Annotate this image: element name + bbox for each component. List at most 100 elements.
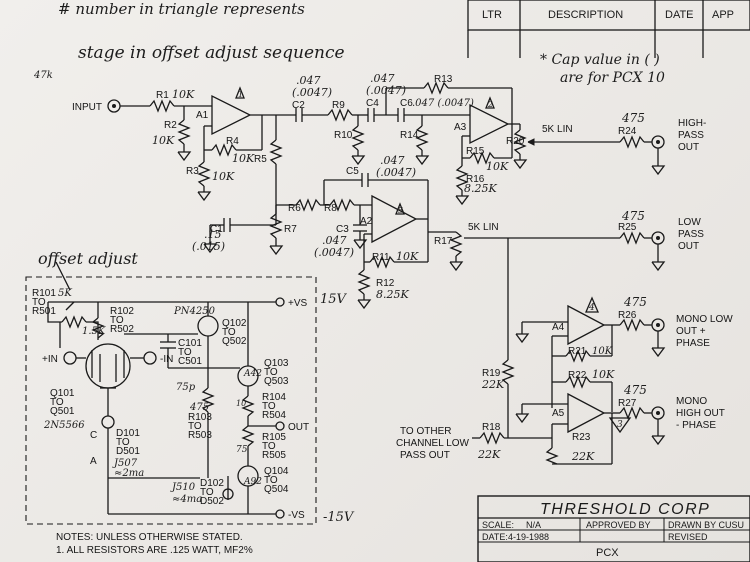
label-R10: R10 bbox=[334, 130, 353, 141]
resistor-R1 bbox=[149, 99, 175, 113]
resistor-R12 bbox=[357, 269, 371, 295]
date-label: DATE: bbox=[482, 532, 508, 542]
value-R24: 475 bbox=[621, 111, 645, 125]
input-label: INPUT bbox=[72, 102, 102, 113]
label-R9: R9 bbox=[332, 100, 345, 111]
label-C4: C4 bbox=[366, 98, 379, 109]
corner-mark: 47k bbox=[33, 70, 53, 81]
value-R21: 10K bbox=[592, 346, 613, 357]
date-value: 4-19-1988 bbox=[508, 532, 549, 542]
label-R19: R19 bbox=[482, 368, 501, 379]
value-R3: 10K bbox=[212, 170, 235, 183]
value-Q101: 2N5566 bbox=[43, 420, 85, 431]
resistor-R102 bbox=[91, 317, 105, 339]
minus-vs-label: -VS bbox=[288, 510, 305, 521]
label-R105: R105 bbox=[262, 432, 286, 443]
lowpass-wiring bbox=[203, 173, 666, 438]
label-D101-to: TO bbox=[116, 437, 130, 448]
notes-line-2: 1. ALL RESISTORS ARE .125 WATT, MF2% bbox=[56, 545, 253, 556]
label-R7: R7 bbox=[284, 224, 297, 235]
label-R102: R102 bbox=[110, 306, 134, 317]
value-C1-a: .15 bbox=[204, 228, 222, 241]
label-R22: R22 bbox=[568, 370, 587, 381]
label-R16: R16 bbox=[466, 174, 485, 185]
label-A1: A1 bbox=[196, 110, 209, 121]
label-A2: A2 bbox=[360, 216, 373, 227]
label-R27: R27 bbox=[618, 398, 637, 409]
pot-R101 bbox=[61, 315, 87, 329]
resistor-R14 bbox=[415, 125, 429, 151]
mono-low-label-2: OUT + bbox=[676, 326, 706, 337]
upper-wiring bbox=[107, 81, 666, 225]
label-D102-to: TO bbox=[200, 487, 214, 498]
label-R13: R13 bbox=[434, 74, 453, 85]
resistor-R18 bbox=[479, 431, 505, 445]
label-R2: R2 bbox=[164, 120, 177, 131]
value-R103: 475 bbox=[189, 402, 209, 413]
rev-ltr-header: LTR bbox=[482, 9, 502, 21]
offset-adjust-block bbox=[25, 261, 317, 525]
label-R25: R25 bbox=[618, 222, 637, 233]
value-C3-b: (.0047) bbox=[314, 246, 354, 259]
label-D101: D101 bbox=[116, 428, 140, 439]
resistor-R9 bbox=[327, 108, 353, 122]
value-R105: 75 bbox=[236, 445, 248, 455]
resistor-R103 bbox=[201, 387, 215, 413]
label-R105-to: TO bbox=[262, 441, 276, 452]
label-R26: R26 bbox=[618, 310, 637, 321]
value-D102-b: ≈4ma bbox=[172, 494, 202, 505]
label-R104: R104 bbox=[262, 392, 286, 403]
label-R103-to: TO bbox=[188, 421, 202, 432]
pot-R17 bbox=[449, 231, 463, 257]
label-A3: A3 bbox=[454, 122, 467, 133]
value-C101: 75p bbox=[176, 382, 196, 393]
resistor-R27 bbox=[619, 406, 645, 420]
notes-line-1: NOTES: UNLESS OTHERWISE STATED. bbox=[56, 532, 243, 543]
resistor-R15 bbox=[469, 151, 495, 165]
scale-label: SCALE: bbox=[482, 520, 514, 530]
value-C6: .047 (.0047) bbox=[412, 98, 474, 109]
label-R8: R8 bbox=[324, 203, 337, 214]
opamp-A4 bbox=[567, 304, 606, 346]
resistor-R3 bbox=[197, 161, 211, 187]
opamp-A5 bbox=[567, 392, 606, 434]
mono-high-label-1: MONO bbox=[676, 396, 707, 407]
pin-c-label: C bbox=[90, 430, 97, 441]
label-R102-to: TO bbox=[110, 315, 124, 326]
resistor-R8 bbox=[329, 198, 355, 212]
label-R504: R504 bbox=[262, 410, 286, 421]
revision-block: LTR DESCRIPTION DATE APP bbox=[467, 0, 750, 58]
minus-vs-terminal bbox=[275, 509, 285, 519]
resistor-R2 bbox=[177, 119, 191, 145]
opamp-A1 bbox=[211, 94, 252, 136]
label-Q502: Q502 bbox=[222, 336, 247, 347]
mono-high-label-2: HIGH OUT bbox=[676, 408, 725, 419]
label-C101: C101 bbox=[178, 338, 202, 349]
value-R102: 1.5K bbox=[82, 326, 106, 337]
label-Q103-to: TO bbox=[264, 367, 278, 378]
document-number: PCX bbox=[596, 547, 619, 559]
label-R503: R503 bbox=[188, 430, 212, 441]
label-R3: R3 bbox=[186, 166, 199, 177]
lowpass-label-1: LOW bbox=[678, 217, 701, 228]
component-labels: R1 10K R2 10K R3 10K R4 10K R5 R6 R7 R8 … bbox=[32, 72, 647, 507]
label-Q101-to: TO bbox=[50, 397, 64, 408]
label-R502: R502 bbox=[110, 324, 134, 335]
label-R6: R6 bbox=[288, 203, 301, 214]
resistor-R105 bbox=[241, 425, 255, 447]
resistor-R24 bbox=[619, 135, 645, 149]
resistor-R104 bbox=[241, 395, 255, 417]
stage-number-2: 2 bbox=[487, 100, 493, 109]
lowpass-label-3: OUT bbox=[678, 241, 699, 252]
resistor-R25 bbox=[619, 231, 645, 245]
value-Q104: A92 bbox=[243, 477, 262, 487]
value-C2-b: (.0047) bbox=[292, 86, 332, 99]
value-R11: 10K bbox=[396, 250, 419, 263]
label-Q501: Q501 bbox=[50, 406, 75, 417]
resistor-R6 bbox=[295, 198, 321, 212]
approved-by-label: APPROVED BY bbox=[586, 520, 651, 530]
plus-in-label: +IN bbox=[42, 354, 58, 365]
label-Q102-to: TO bbox=[222, 327, 236, 338]
